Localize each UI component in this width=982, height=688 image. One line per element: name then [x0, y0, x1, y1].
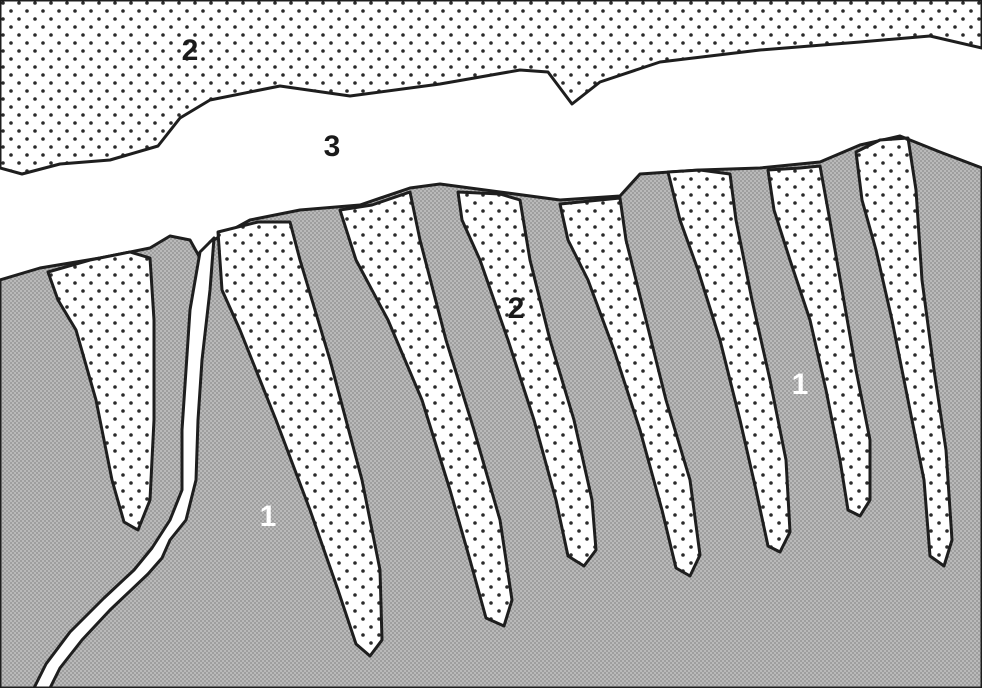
label-host-rock-left: 1 [260, 500, 277, 533]
label-host-rock-right: 1 [792, 368, 809, 401]
label-wedge-fill: 2 [508, 292, 525, 325]
label-upper-layer: 2 [182, 34, 199, 67]
label-cavity: 3 [324, 130, 341, 163]
